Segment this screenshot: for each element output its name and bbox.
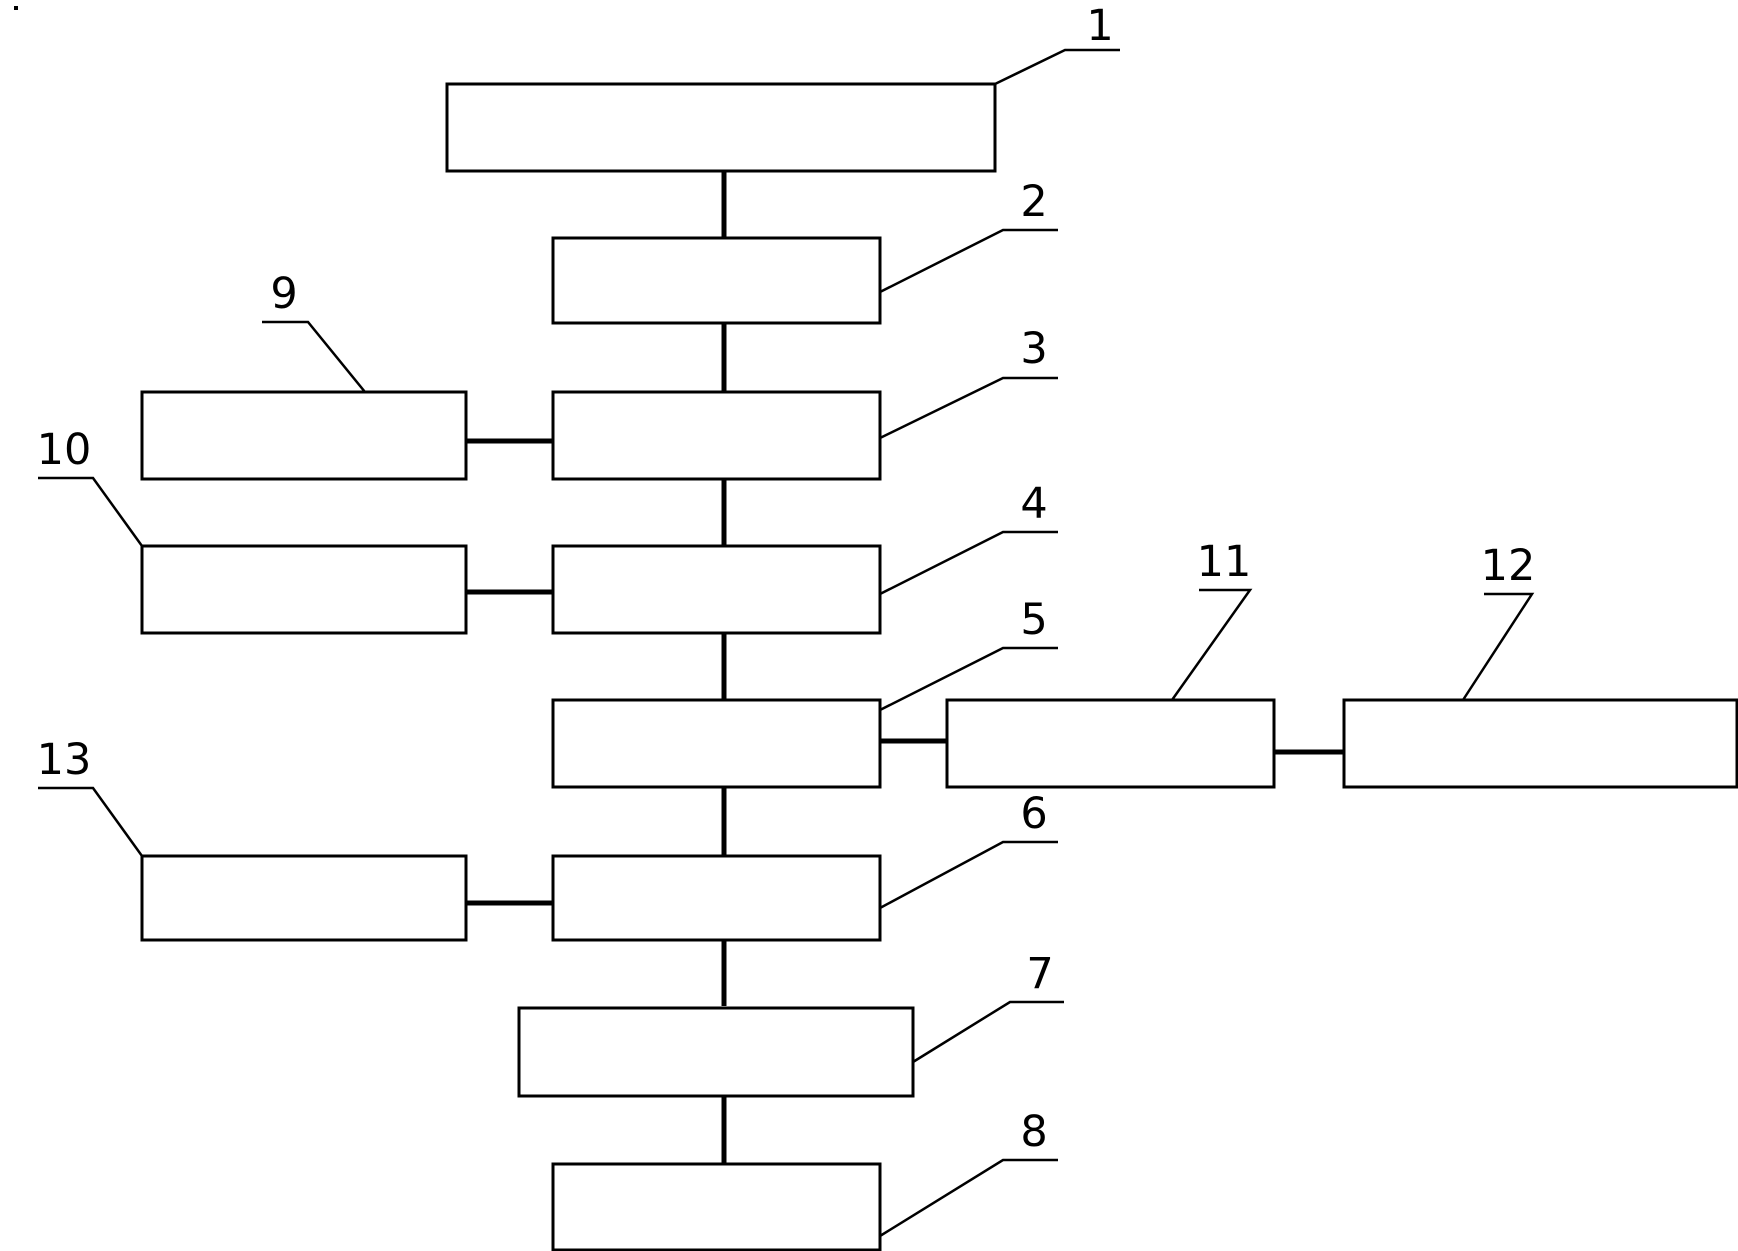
corner-speck — [14, 6, 18, 10]
label-13: 13 — [37, 735, 92, 785]
leader-4 — [879, 530, 1058, 596]
box-6 — [551, 854, 882, 942]
box-7 — [517, 1006, 915, 1098]
component-boxes — [140, 82, 1738, 1251]
leader-3 — [879, 376, 1058, 440]
label-8: 8 — [1020, 1107, 1047, 1157]
leader-lines — [38, 48, 1535, 1238]
box-13 — [140, 854, 468, 942]
leader-12 — [1461, 592, 1535, 701]
leader-2 — [879, 228, 1058, 294]
label-11: 11 — [1197, 537, 1252, 587]
leader-1 — [994, 48, 1120, 86]
label-10: 10 — [37, 425, 92, 475]
leader-8 — [879, 1158, 1058, 1238]
connectors — [466, 170, 1343, 1163]
leader-11 — [1170, 588, 1253, 701]
label-5: 5 — [1020, 595, 1047, 645]
label-2: 2 — [1020, 177, 1047, 227]
box-2 — [551, 236, 882, 325]
box-5 — [551, 698, 882, 789]
reference-labels: 1 2 3 4 5 6 7 8 9 10 11 12 13 — [37, 1, 1536, 1157]
label-3: 3 — [1020, 324, 1047, 374]
label-9: 9 — [270, 269, 297, 319]
box-1 — [445, 82, 997, 173]
leader-5 — [879, 646, 1058, 712]
box-8 — [551, 1162, 882, 1251]
box-4 — [551, 544, 882, 635]
leader-9 — [262, 320, 366, 393]
box-12 — [1342, 698, 1738, 789]
leader-7 — [912, 1000, 1064, 1064]
label-1: 1 — [1086, 1, 1113, 51]
label-4: 4 — [1020, 479, 1047, 529]
box-3 — [551, 390, 882, 481]
label-6: 6 — [1020, 789, 1047, 839]
box-11 — [945, 698, 1276, 789]
label-7: 7 — [1026, 949, 1053, 999]
box-10 — [140, 544, 468, 635]
label-12: 12 — [1481, 541, 1536, 591]
leader-6 — [879, 840, 1058, 910]
box-9 — [140, 390, 468, 481]
leader-10 — [38, 476, 144, 547]
leader-13 — [38, 786, 144, 857]
